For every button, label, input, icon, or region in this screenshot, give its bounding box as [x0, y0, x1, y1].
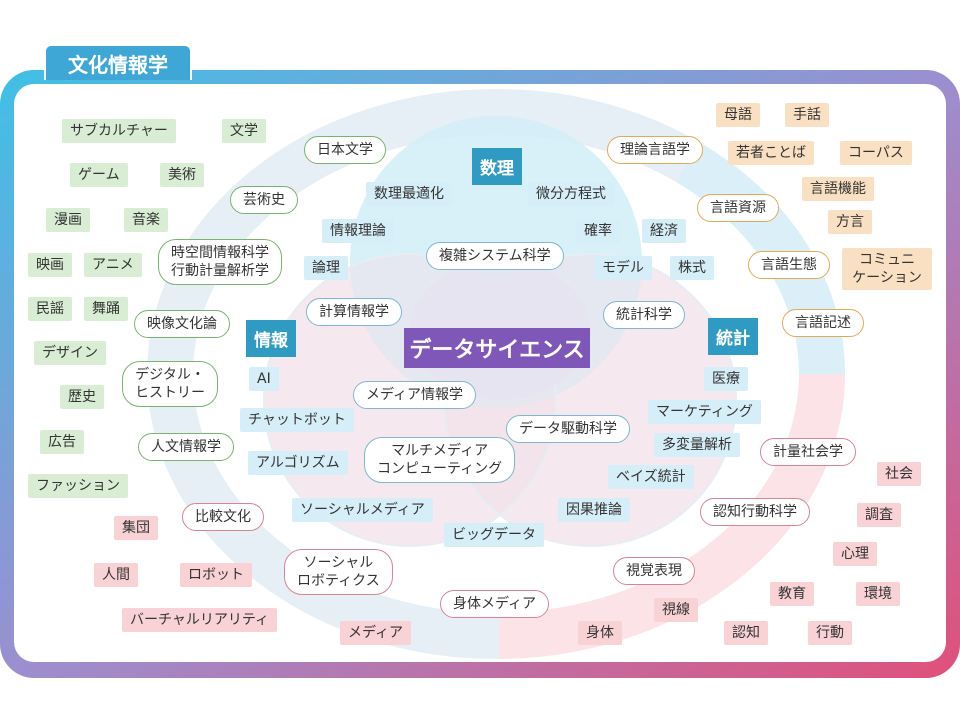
pill-comparative-culture: 比較文化	[182, 503, 264, 532]
term-multivariate: 多変量解析	[654, 433, 740, 458]
outer-ring-bottom	[147, 89, 845, 659]
pill-digital-humanities: 人文情報学	[138, 433, 234, 462]
term-big-data: ビッグデータ	[444, 523, 544, 548]
term-chatbot: チャットボット	[240, 408, 354, 433]
term-behavior: 行動	[808, 621, 852, 646]
term-gaze: 視線	[654, 598, 698, 623]
term-bayesian: ベイズ統計	[608, 465, 694, 490]
term-survey: 調査	[857, 503, 901, 528]
pill-digital-history: デジタル・ ヒストリー	[122, 361, 218, 408]
category-math: 数理	[472, 148, 522, 185]
pill-social-robotics: ソーシャル ロボティクス	[284, 549, 393, 596]
pill-language-description: 言語記述	[782, 309, 864, 338]
term-literature: 文学	[222, 119, 266, 144]
term-society: 社会	[877, 462, 921, 487]
term-ai: AI	[249, 367, 279, 392]
pill-body-media: 身体メディア	[440, 590, 550, 619]
term-probability: 確率	[576, 219, 620, 244]
term-body: 身体	[578, 621, 622, 646]
pill-complex-systems: 複雑システム科学	[426, 242, 564, 271]
term-environment: 環境	[856, 582, 900, 607]
term-advertising: 広告	[40, 430, 84, 455]
term-social-media: ソーシャルメディア	[292, 498, 433, 523]
term-human: 人間	[94, 563, 138, 588]
pill-multimedia-computing: マルチメディア コンピューティング	[364, 437, 516, 484]
term-sign-language: 手話	[785, 103, 829, 128]
term-cognition: 認知	[724, 621, 768, 646]
category-info: 情報	[246, 320, 296, 357]
term-art: 美術	[160, 163, 204, 188]
term-model: モデル	[594, 256, 652, 281]
pill-art-history: 芸術史	[230, 186, 298, 215]
term-stock: 株式	[670, 256, 714, 281]
term-history: 歴史	[60, 385, 104, 410]
term-causal-inference: 因果推論	[558, 498, 630, 523]
category-stats: 統計	[708, 318, 758, 355]
pill-language-resources: 言語資源	[697, 194, 779, 223]
pill-data-driven-science: データ駆動科学	[506, 415, 630, 444]
term-psychology: 心理	[833, 542, 877, 567]
pill-visual-culture: 映像文化論	[134, 310, 230, 339]
pill-theoretical-linguistics: 理論言語学	[607, 136, 703, 165]
term-dance: 舞踊	[84, 297, 128, 322]
term-communication: コミュニ ケーション	[842, 248, 932, 291]
term-information-theory: 情報理論	[322, 219, 394, 244]
page-title: 文化情報学	[44, 44, 192, 80]
term-mother-tongue: 母語	[716, 103, 760, 128]
pill-quantitative-sociology: 計量社会学	[760, 438, 856, 467]
term-medical: 医療	[704, 367, 748, 392]
term-algorithm: アルゴリズム	[248, 451, 348, 476]
term-education: 教育	[770, 582, 814, 607]
term-youth-language: 若者ことば	[728, 141, 814, 166]
term-game: ゲーム	[70, 163, 128, 188]
term-virtual-reality: バーチャルリアリティ	[122, 608, 278, 633]
term-dialect: 方言	[828, 210, 872, 235]
term-folksong: 民謡	[28, 297, 72, 322]
pill-cognitive-behavioral-science: 認知行動科学	[700, 498, 810, 527]
pill-visual-expression: 視覚表現	[613, 557, 695, 586]
pill-japanese-literature: 日本文学	[304, 136, 386, 165]
term-corpus: コーパス	[840, 141, 912, 166]
term-music: 音楽	[124, 208, 168, 233]
pill-language-ecology: 言語生態	[748, 251, 830, 280]
term-design: デザイン	[34, 341, 106, 366]
pill-statistical-science: 統計科学	[603, 301, 685, 330]
term-math-optimization: 数理最適化	[366, 182, 452, 207]
pill-media-informatics: メディア情報学	[353, 381, 477, 410]
term-film: 映画	[28, 253, 72, 278]
pill-computational-informatics: 計算情報学	[306, 298, 402, 327]
term-manga: 漫画	[46, 208, 90, 233]
term-anime: アニメ	[84, 253, 142, 278]
term-logic: 論理	[304, 256, 348, 281]
term-subculture: サブカルチャー	[62, 119, 176, 144]
term-differential-equation: 微分方程式	[528, 182, 614, 207]
term-group: 集団	[114, 516, 158, 541]
term-economics: 経済	[642, 219, 686, 244]
term-marketing: マーケティング	[648, 400, 761, 425]
term-media: メディア	[340, 621, 412, 646]
pill-spatiotemporal: 時空間情報科学 行動計量解析学	[158, 239, 282, 286]
center-title: データサイエンス	[404, 328, 590, 368]
venn-info-ring	[263, 253, 557, 547]
term-language-function: 言語機能	[802, 177, 874, 202]
term-fashion: ファッション	[28, 474, 128, 499]
term-robot: ロボット	[180, 563, 252, 588]
